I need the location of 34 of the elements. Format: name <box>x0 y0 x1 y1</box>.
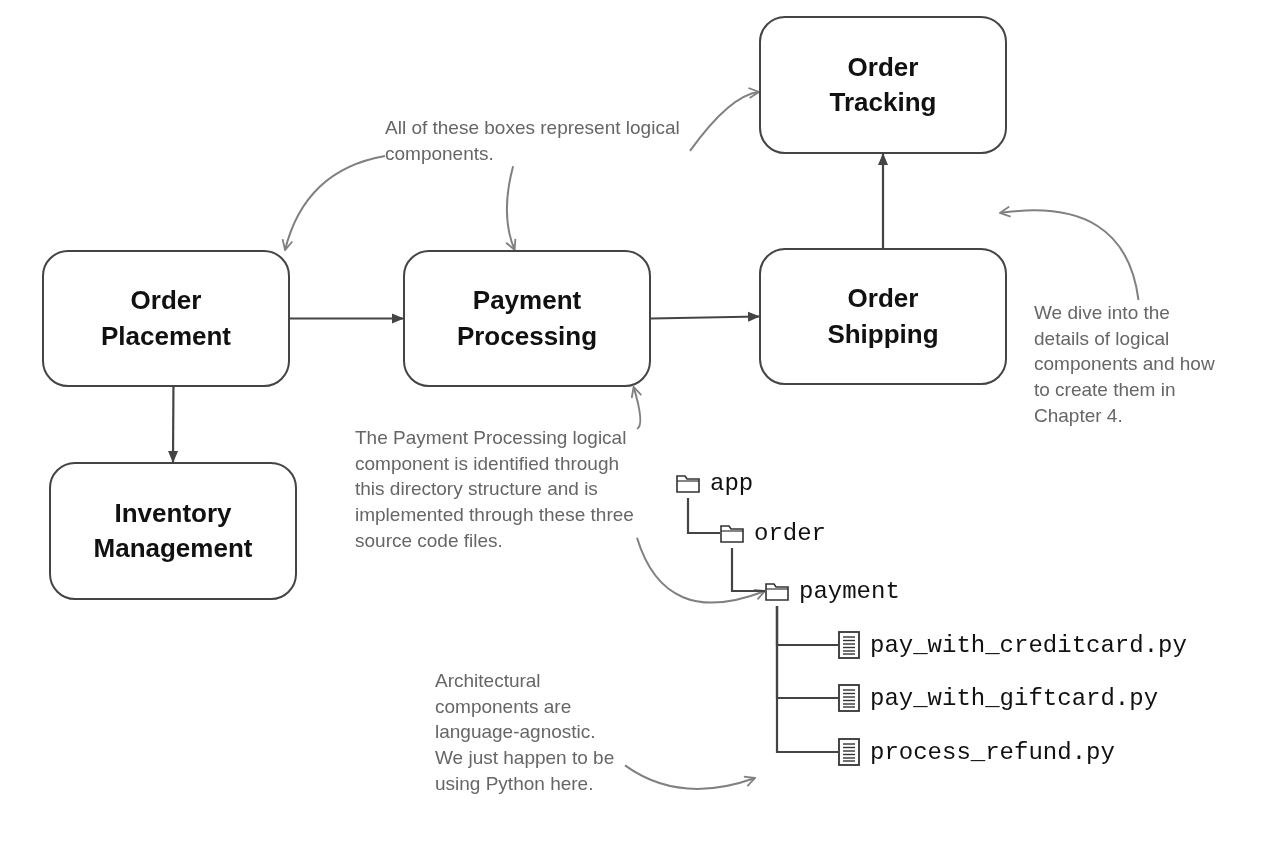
tree-line <box>775 606 838 754</box>
leader-arrow <box>636 536 766 604</box>
annotation-text: The Payment Processing logical component is identified through this directory structure and is implemented through these three source code files. <box>355 425 637 554</box>
leader-arrow <box>505 165 517 251</box>
folder-name: app <box>710 469 754 497</box>
arrow <box>651 311 760 322</box>
file-name: pay_with_creditcard.py <box>870 631 1187 659</box>
arrow <box>290 313 404 324</box>
component-box <box>759 16 1007 154</box>
component-label: Order Shipping <box>826 282 940 351</box>
file-name: process_refund.py <box>870 738 1115 766</box>
component-box <box>759 248 1007 385</box>
leader-arrow <box>999 206 1140 301</box>
folder-name: order <box>754 519 826 547</box>
component-box <box>42 250 290 387</box>
arrow <box>878 153 888 248</box>
component-box <box>49 462 297 600</box>
annotation-text: All of these boxes represent logical components. <box>385 115 690 167</box>
component-label: Order Tracking <box>828 50 938 119</box>
component-label: Payment Processing <box>455 284 599 353</box>
component-label: Inventory Management <box>92 496 254 565</box>
leader-arrow <box>624 764 756 790</box>
annotation-text: We dive into the details of logical components and how to create them in Chapter 4. <box>1034 300 1224 429</box>
folder-name: payment <box>799 577 900 605</box>
component-label: Order Placement <box>99 284 233 353</box>
leader-arrow <box>630 386 643 430</box>
tree-line <box>730 548 765 593</box>
tree-line <box>686 498 720 535</box>
leader-arrow <box>689 87 760 152</box>
file-name: pay_with_giftcard.py <box>870 684 1159 712</box>
leader-arrow <box>282 155 386 251</box>
annotation-text: Architectural components are language-agnostic. We just happen to be using Python here. <box>435 668 625 797</box>
component-box <box>403 250 651 387</box>
arrow <box>168 387 179 463</box>
